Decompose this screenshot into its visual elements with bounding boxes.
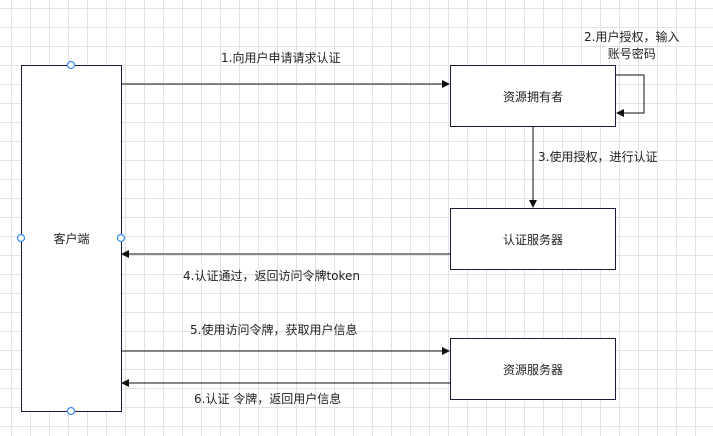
edge-label-step2-line2: 账号密码 (607, 47, 656, 61)
handle-left[interactable] (16, 233, 26, 243)
auth-server-node[interactable]: 认证服务器 (450, 208, 616, 270)
resource-server-label: 资源服务器 (502, 362, 563, 377)
client-label: 客户端 (53, 232, 90, 246)
edge-label-step3: 3.使用授权，进行认证 (538, 150, 658, 164)
handle-right[interactable] (116, 233, 126, 243)
edge-label-step6: 6.认证 令牌，返回用户信息 (194, 392, 342, 406)
handle-top[interactable] (66, 60, 76, 70)
resource-server-node[interactable]: 资源服务器 (450, 338, 616, 400)
edge-step2-loop[interactable] (615, 74, 645, 117)
edge-label-step5: 5.使用访问令牌，获取用户信息 (190, 323, 358, 337)
edge-label-step1: 1.向用户申请请求认证 (221, 51, 341, 65)
resource-owner-node[interactable]: 资源拥有者 (450, 65, 616, 127)
handle-bottom[interactable] (66, 406, 76, 416)
edge-label-step2: 2.用户授权，输入 账号密码 (584, 29, 679, 63)
edge-label-step4: 4.认证通过，返回访问令牌token (183, 269, 361, 283)
resource-owner-label: 资源拥有者 (502, 89, 563, 104)
edge-label-step2-line1: 2.用户授权，输入 (584, 30, 680, 44)
auth-server-label: 认证服务器 (502, 232, 563, 247)
